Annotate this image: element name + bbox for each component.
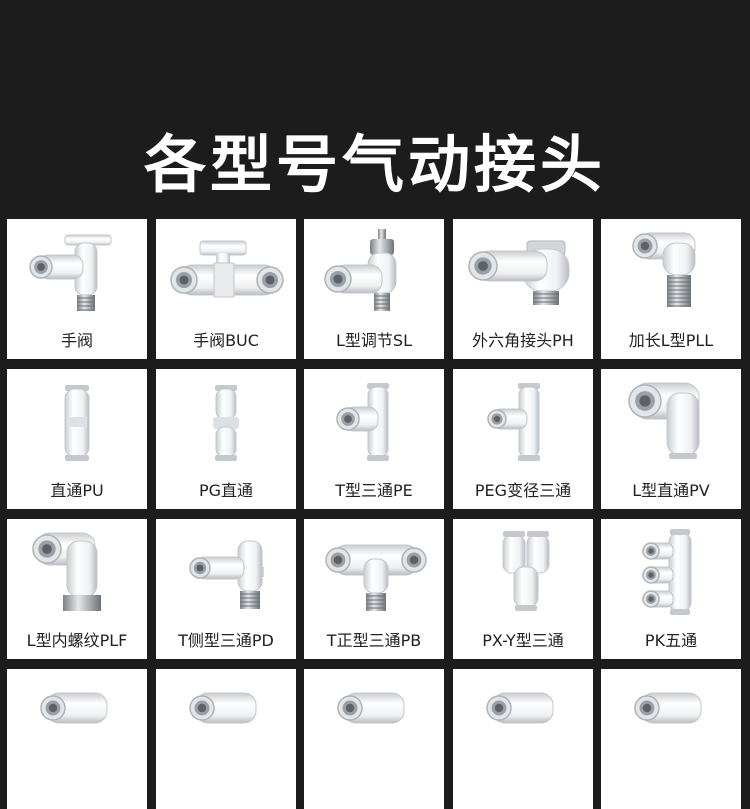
product-card[interactable]: T型三通PE bbox=[304, 369, 444, 509]
product-label: PX-Y型三通 bbox=[482, 631, 564, 650]
page-title: 各型号气动接头 bbox=[143, 127, 606, 201]
product-label: 手阀 bbox=[60, 331, 93, 350]
product-label: T侧型三通PD bbox=[178, 631, 274, 650]
product-label: L型直通PV bbox=[632, 481, 710, 500]
product-card[interactable]: T侧型三通PD bbox=[156, 519, 296, 659]
product-card[interactable]: L型直通PV bbox=[601, 369, 741, 509]
product-card[interactable]: PEG变径三通 bbox=[453, 369, 593, 509]
product-label: PK五通 bbox=[644, 631, 698, 650]
product-label: 外六角接头PH bbox=[472, 331, 574, 350]
product-label: T正型三通PB bbox=[326, 631, 422, 650]
product-card[interactable]: PX-Y型三通 bbox=[453, 519, 593, 659]
product-label: 直通PU bbox=[50, 481, 104, 500]
product-card[interactable] bbox=[601, 669, 741, 809]
product-card[interactable]: 外六角接头PH bbox=[453, 219, 593, 359]
product-label: L型调节SL bbox=[336, 331, 412, 350]
product-label: PG直通 bbox=[198, 481, 254, 500]
product-card[interactable] bbox=[7, 669, 147, 809]
product-card[interactable] bbox=[156, 669, 296, 809]
product-label: PEG变径三通 bbox=[474, 481, 572, 500]
product-label: T型三通PE bbox=[335, 481, 413, 500]
product-card[interactable]: PG直通 bbox=[156, 369, 296, 509]
product-card[interactable]: PK五通 bbox=[601, 519, 741, 659]
product-card[interactable]: 加长L型PLL bbox=[601, 219, 741, 359]
product-card[interactable]: T正型三通PB bbox=[304, 519, 444, 659]
product-card[interactable]: L型调节SL bbox=[304, 219, 444, 359]
product-card[interactable]: L型内螺纹PLF bbox=[7, 519, 147, 659]
product-card[interactable] bbox=[453, 669, 593, 809]
product-label: 手阀BUC bbox=[193, 331, 259, 350]
product-card[interactable]: 直通PU bbox=[7, 369, 147, 509]
product-label: L型内螺纹PLF bbox=[26, 631, 128, 650]
product-card[interactable]: 手阀 bbox=[7, 219, 147, 359]
product-label: 加长L型PLL bbox=[628, 331, 714, 350]
product-card[interactable] bbox=[304, 669, 444, 809]
product-card[interactable]: 手阀BUC bbox=[156, 219, 296, 359]
